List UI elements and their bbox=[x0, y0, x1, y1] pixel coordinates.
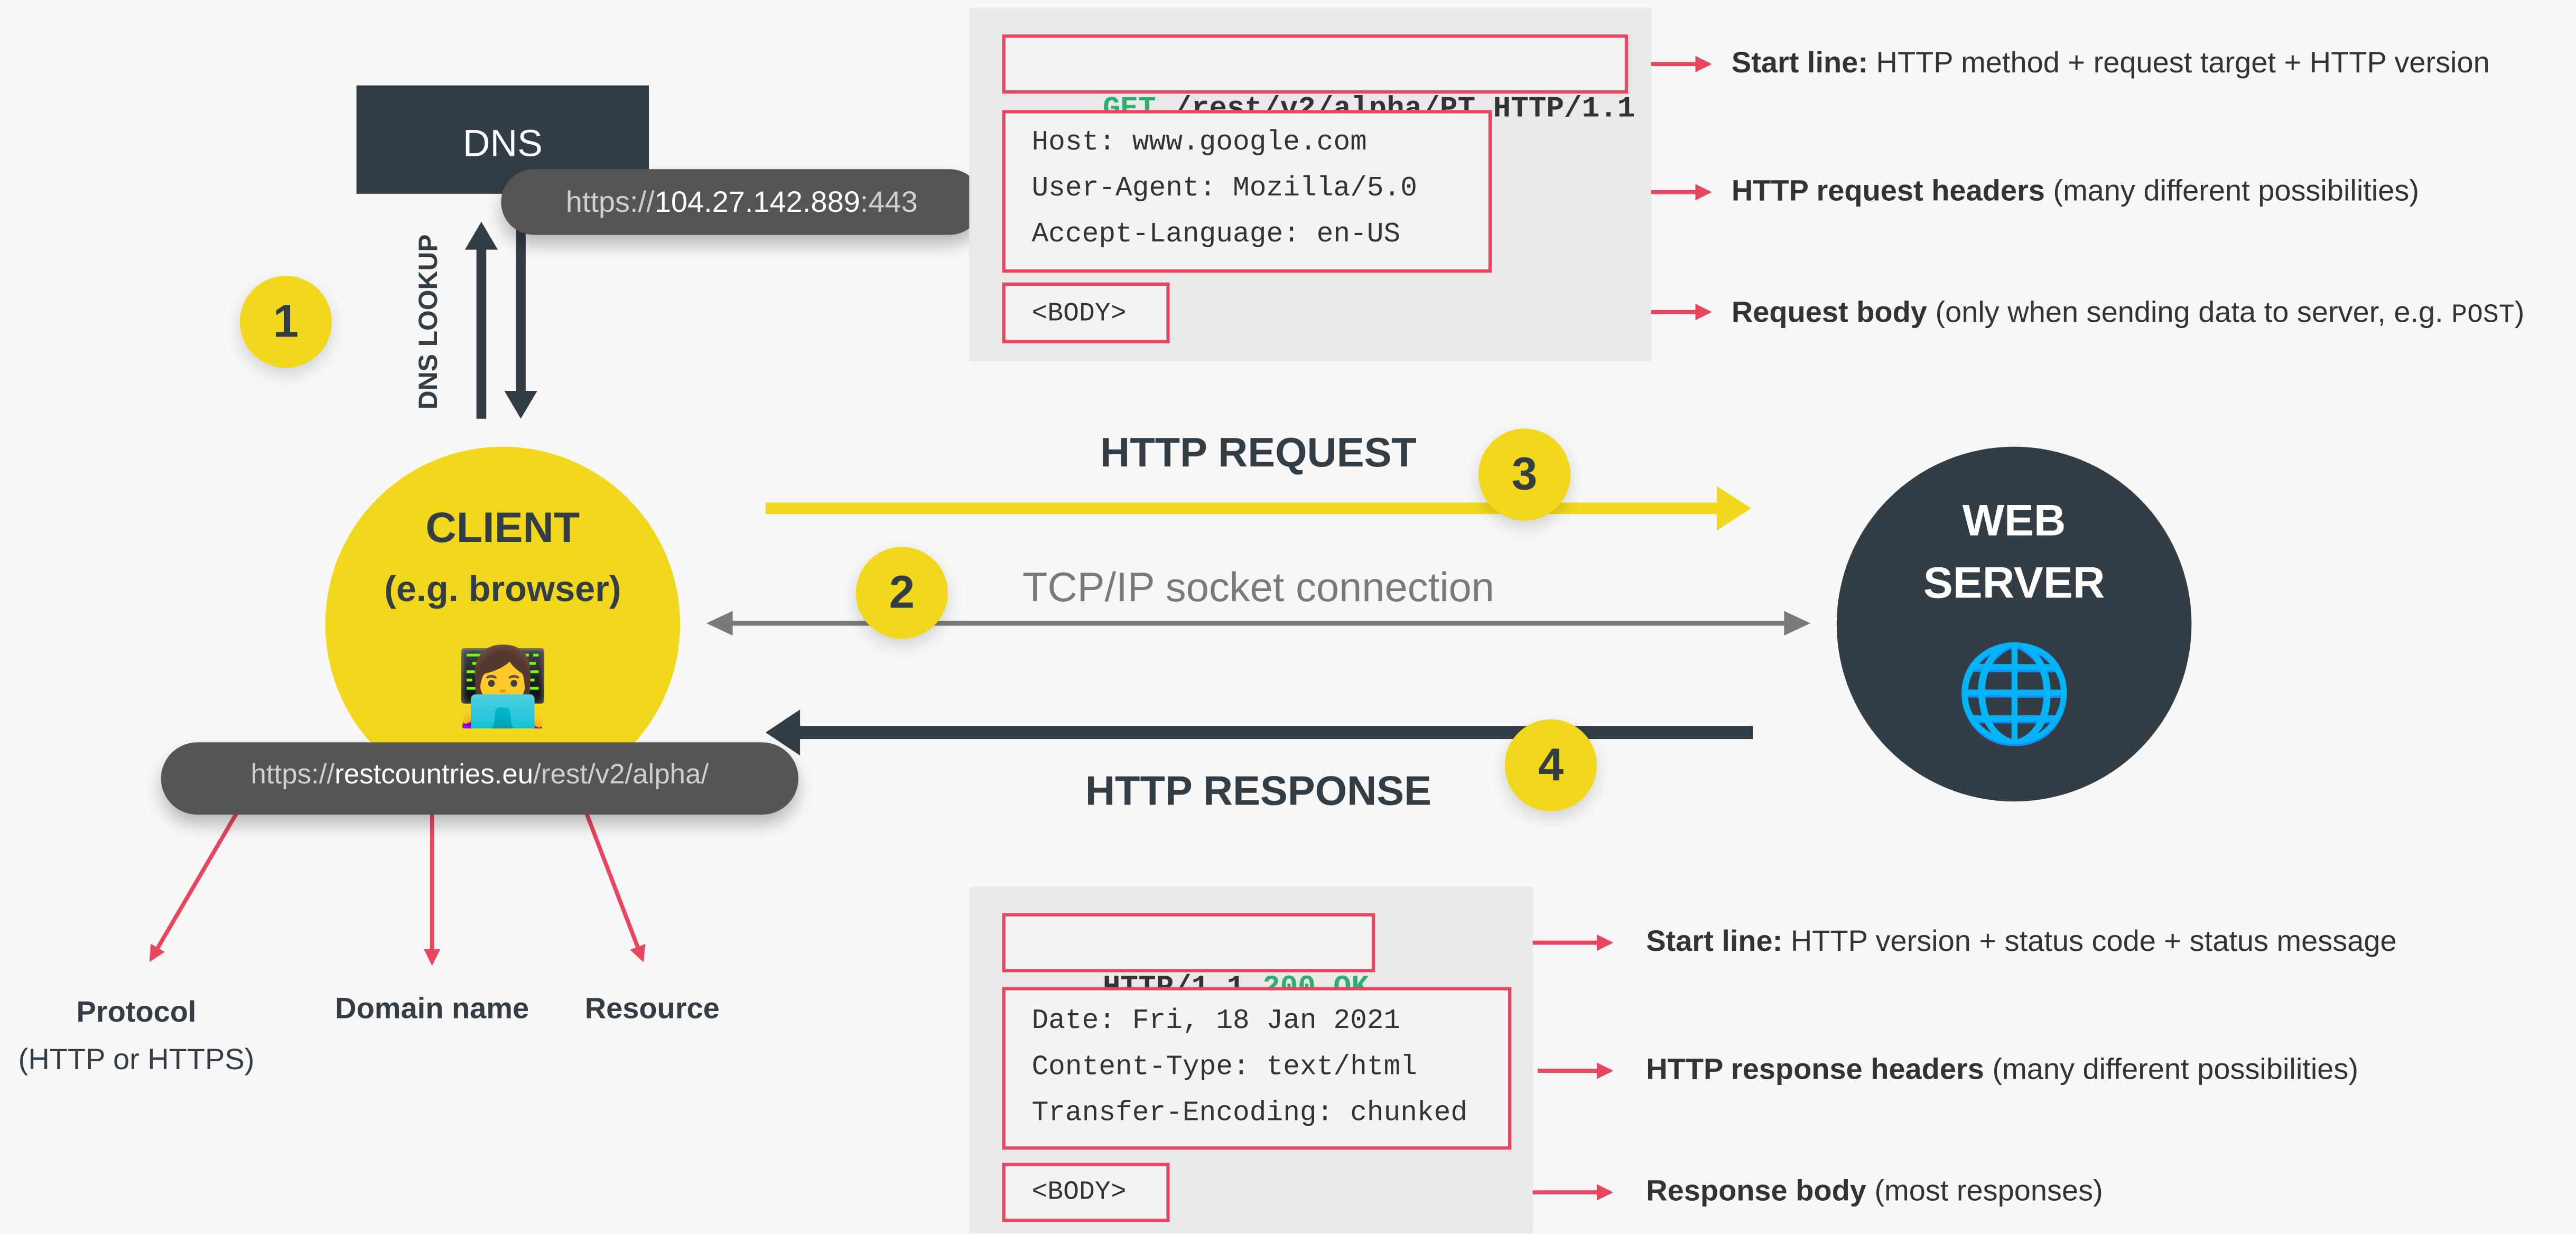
response-headers-box bbox=[1002, 987, 1512, 1150]
domain-name-label: Domain name bbox=[335, 992, 529, 1025]
http-request-arrow bbox=[765, 486, 1752, 531]
request-headers-box bbox=[1002, 110, 1492, 273]
step-3-badge: 3 bbox=[1478, 428, 1571, 521]
http-response-arrow bbox=[765, 709, 1753, 756]
response-headers-note: HTTP response headers (many different po… bbox=[1646, 1052, 2359, 1086]
resource-label: Resource bbox=[584, 992, 720, 1025]
url-domain: restcountries.eu bbox=[334, 759, 534, 790]
web-server-line2: SERVER bbox=[1923, 558, 2105, 608]
tcp-ip-label: TCP/IP socket connection bbox=[1022, 565, 1494, 611]
dns-label: DNS bbox=[462, 121, 543, 164]
web-server-circle bbox=[1836, 446, 2192, 802]
request-headers-note: HTTP request headers (many different pos… bbox=[1731, 174, 2420, 207]
request-header-3: Accept-Language: en-US bbox=[1031, 220, 1401, 251]
step-2-badge: 2 bbox=[855, 547, 948, 639]
person-with-laptop-icon: 👩‍💻 bbox=[455, 643, 550, 730]
response-header-2: Content-Type: text/html bbox=[1031, 1052, 1417, 1084]
request-body-box bbox=[1002, 282, 1170, 343]
dns-resolved-address: https://104.27.142.889:443 bbox=[501, 169, 983, 235]
request-start-line-box bbox=[1002, 34, 1629, 94]
step-4-badge: 4 bbox=[1504, 719, 1597, 811]
request-body-note: Request body (only when sending data to … bbox=[1731, 295, 2525, 330]
response-start-line-note: Start line: HTTP version + status code +… bbox=[1646, 924, 2397, 958]
response-header-1: Date: Fri, 18 Jan 2021 bbox=[1031, 1006, 1401, 1038]
response-start-line-box bbox=[1002, 913, 1375, 973]
web-server-line1: WEB bbox=[1962, 496, 2066, 546]
tcp-ip-arrow bbox=[706, 611, 1811, 636]
resolved-protocol: https:// bbox=[565, 185, 655, 219]
http-response-label: HTTP RESPONSE bbox=[1085, 769, 1432, 815]
http-request-label: HTTP REQUEST bbox=[1100, 430, 1417, 476]
response-body-box bbox=[1002, 1163, 1170, 1222]
resolved-ip: 104.27.142.889 bbox=[654, 185, 860, 219]
response-body-note: Response body (most responses) bbox=[1646, 1174, 2103, 1208]
resolved-port: :443 bbox=[860, 185, 918, 219]
step-1-badge: 1 bbox=[239, 276, 332, 368]
url-protocol: https:// bbox=[250, 759, 335, 790]
request-header-2: User-Agent: Mozilla/5.0 bbox=[1031, 174, 1417, 205]
client-url-bar: https://restcountries.eu/rest/v2/alpha/ bbox=[161, 742, 798, 815]
dns-lookup-arrows bbox=[464, 221, 537, 419]
client-subtitle: (e.g. browser) bbox=[384, 568, 621, 610]
response-header-3: Transfer-Encoding: chunked bbox=[1031, 1098, 1468, 1130]
protocol-label: Protocol bbox=[76, 995, 197, 1029]
url-resource: /rest/v2/alpha/ bbox=[533, 759, 709, 790]
url-part-arrows bbox=[149, 803, 646, 966]
dns-lookup-label: DNS LOOKUP bbox=[415, 234, 444, 410]
request-body: <BODY> bbox=[1031, 298, 1127, 329]
request-start-line-note: Start line: HTTP method + request target… bbox=[1731, 46, 2490, 79]
protocol-sublabel: (HTTP or HTTPS) bbox=[18, 1043, 255, 1076]
globe-icon: 🌐 bbox=[1955, 640, 2074, 747]
response-body: <BODY> bbox=[1031, 1177, 1127, 1208]
client-title: CLIENT bbox=[425, 502, 580, 552]
request-header-1: Host: www.google.com bbox=[1031, 128, 1367, 160]
